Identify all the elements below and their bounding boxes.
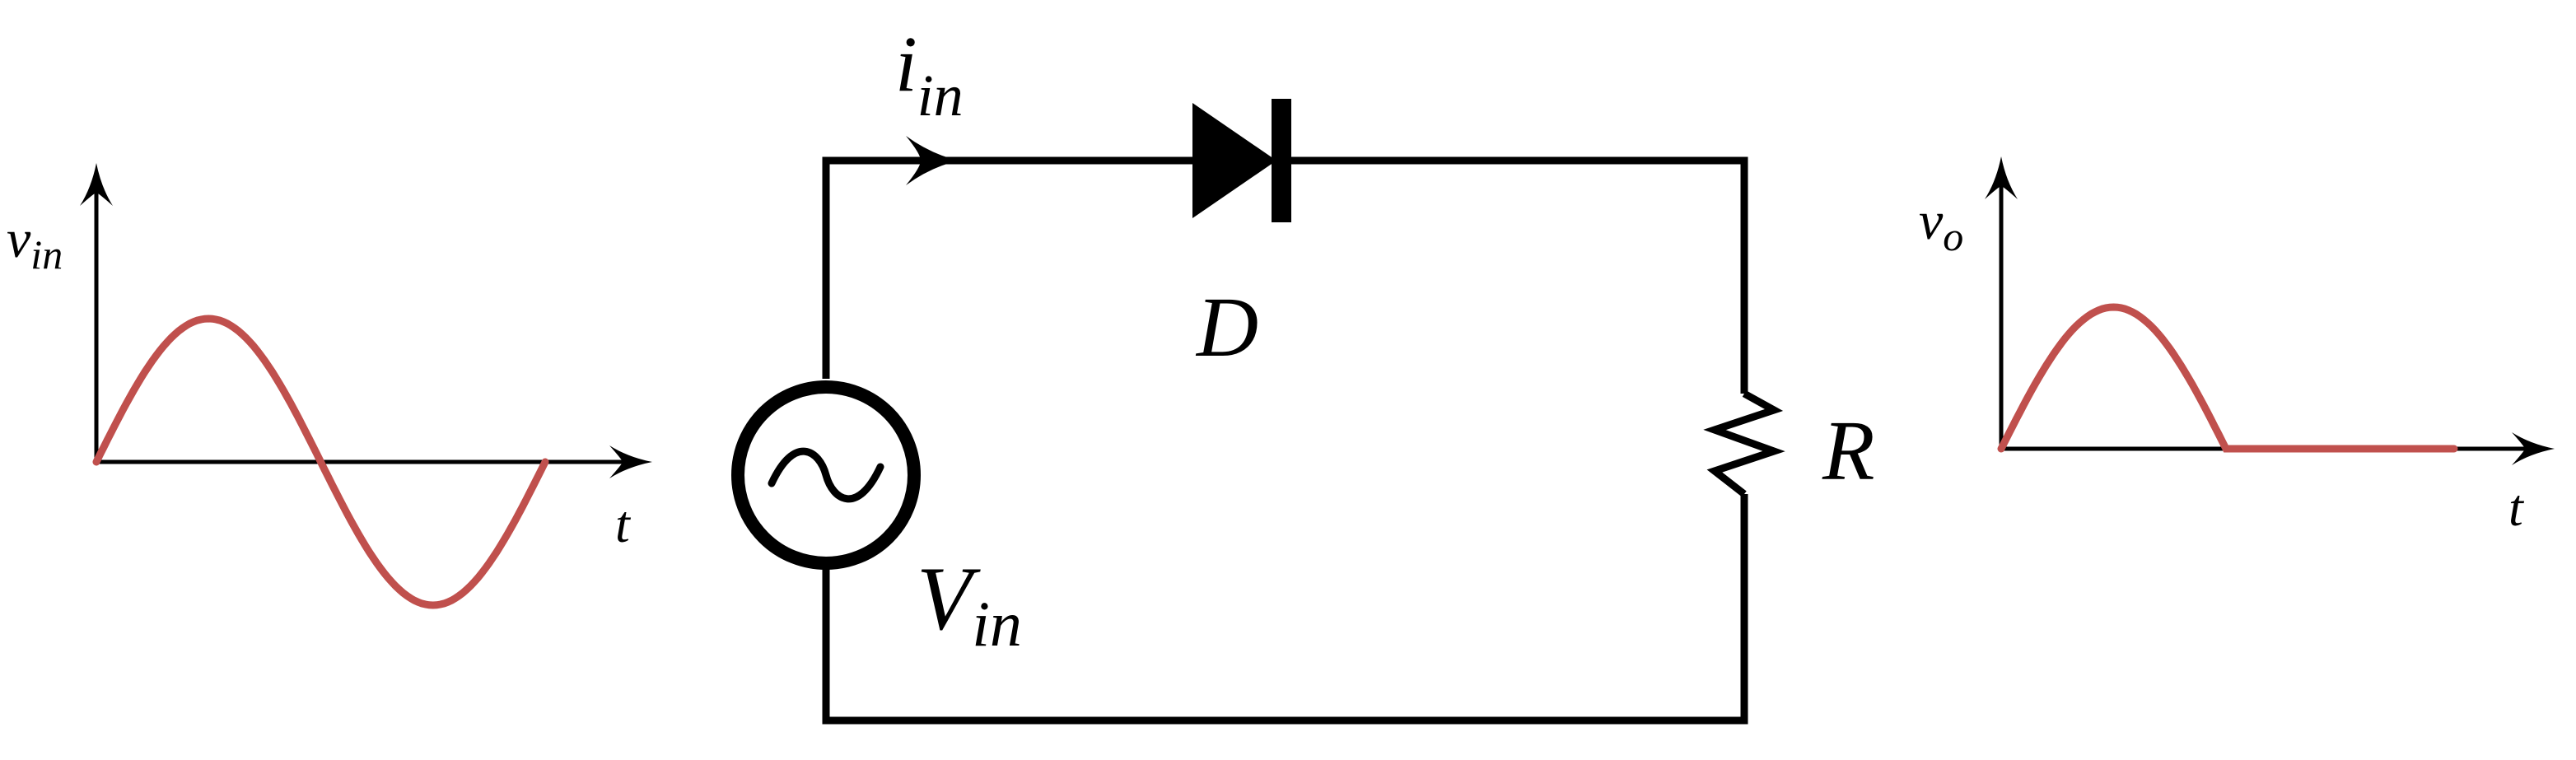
input-plot: vin t xyxy=(7,163,652,609)
ac-voltage-source xyxy=(731,380,921,570)
current-label: iin xyxy=(895,20,964,128)
output-plot: vo t xyxy=(1919,156,2555,537)
input-plot-x-label: t xyxy=(615,495,632,553)
resistor-zigzag xyxy=(1703,390,1785,497)
diode-cathode-bar xyxy=(1272,99,1291,222)
output-plot-y-arrowhead xyxy=(1985,156,2018,199)
wire-top-right xyxy=(1291,156,1748,394)
circuit: iin D R Vin xyxy=(731,20,1875,725)
output-plot-x-label: t xyxy=(2508,478,2525,537)
source-label: Vin xyxy=(917,548,1022,660)
diode-symbol xyxy=(1192,99,1291,222)
diode-anode-triangle xyxy=(1192,103,1276,218)
output-plot-x-arrowhead xyxy=(2512,432,2555,465)
input-plot-y-arrowhead xyxy=(80,163,113,206)
diode-label: D xyxy=(1195,280,1258,375)
wire-bottom xyxy=(822,494,1748,725)
resistor-label: R xyxy=(1822,403,1875,498)
sine-wave-icon xyxy=(768,447,884,503)
current-direction-arrow-icon xyxy=(906,136,959,185)
output-plot-y-label: vo xyxy=(1919,191,1963,259)
input-plot-y-label: vin xyxy=(7,209,63,277)
output-half-wave xyxy=(1997,303,2458,453)
input-plot-x-arrowhead xyxy=(609,445,652,478)
wire-left-top xyxy=(822,156,1192,379)
input-sine-wave xyxy=(92,315,549,609)
